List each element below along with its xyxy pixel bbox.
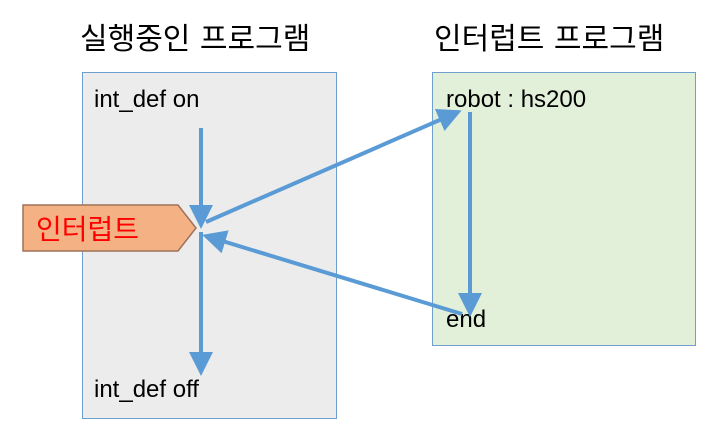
arrow-to-interrupt-program: [205, 109, 462, 224]
interrupt-tag-shape: [22, 204, 197, 252]
running-program-title: 실행중인 프로그램: [80, 22, 311, 57]
int-def-on-line: int_def on: [94, 86, 200, 113]
robot-line: robot : hs200: [446, 86, 587, 113]
arrow-return-to-main: [202, 230, 463, 316]
int-def-off-line: int_def off: [94, 376, 199, 403]
interrupt-tag-label: 인터럽트: [36, 213, 140, 246]
interrupt-program-title: 인터럽트 프로그램: [434, 22, 665, 57]
